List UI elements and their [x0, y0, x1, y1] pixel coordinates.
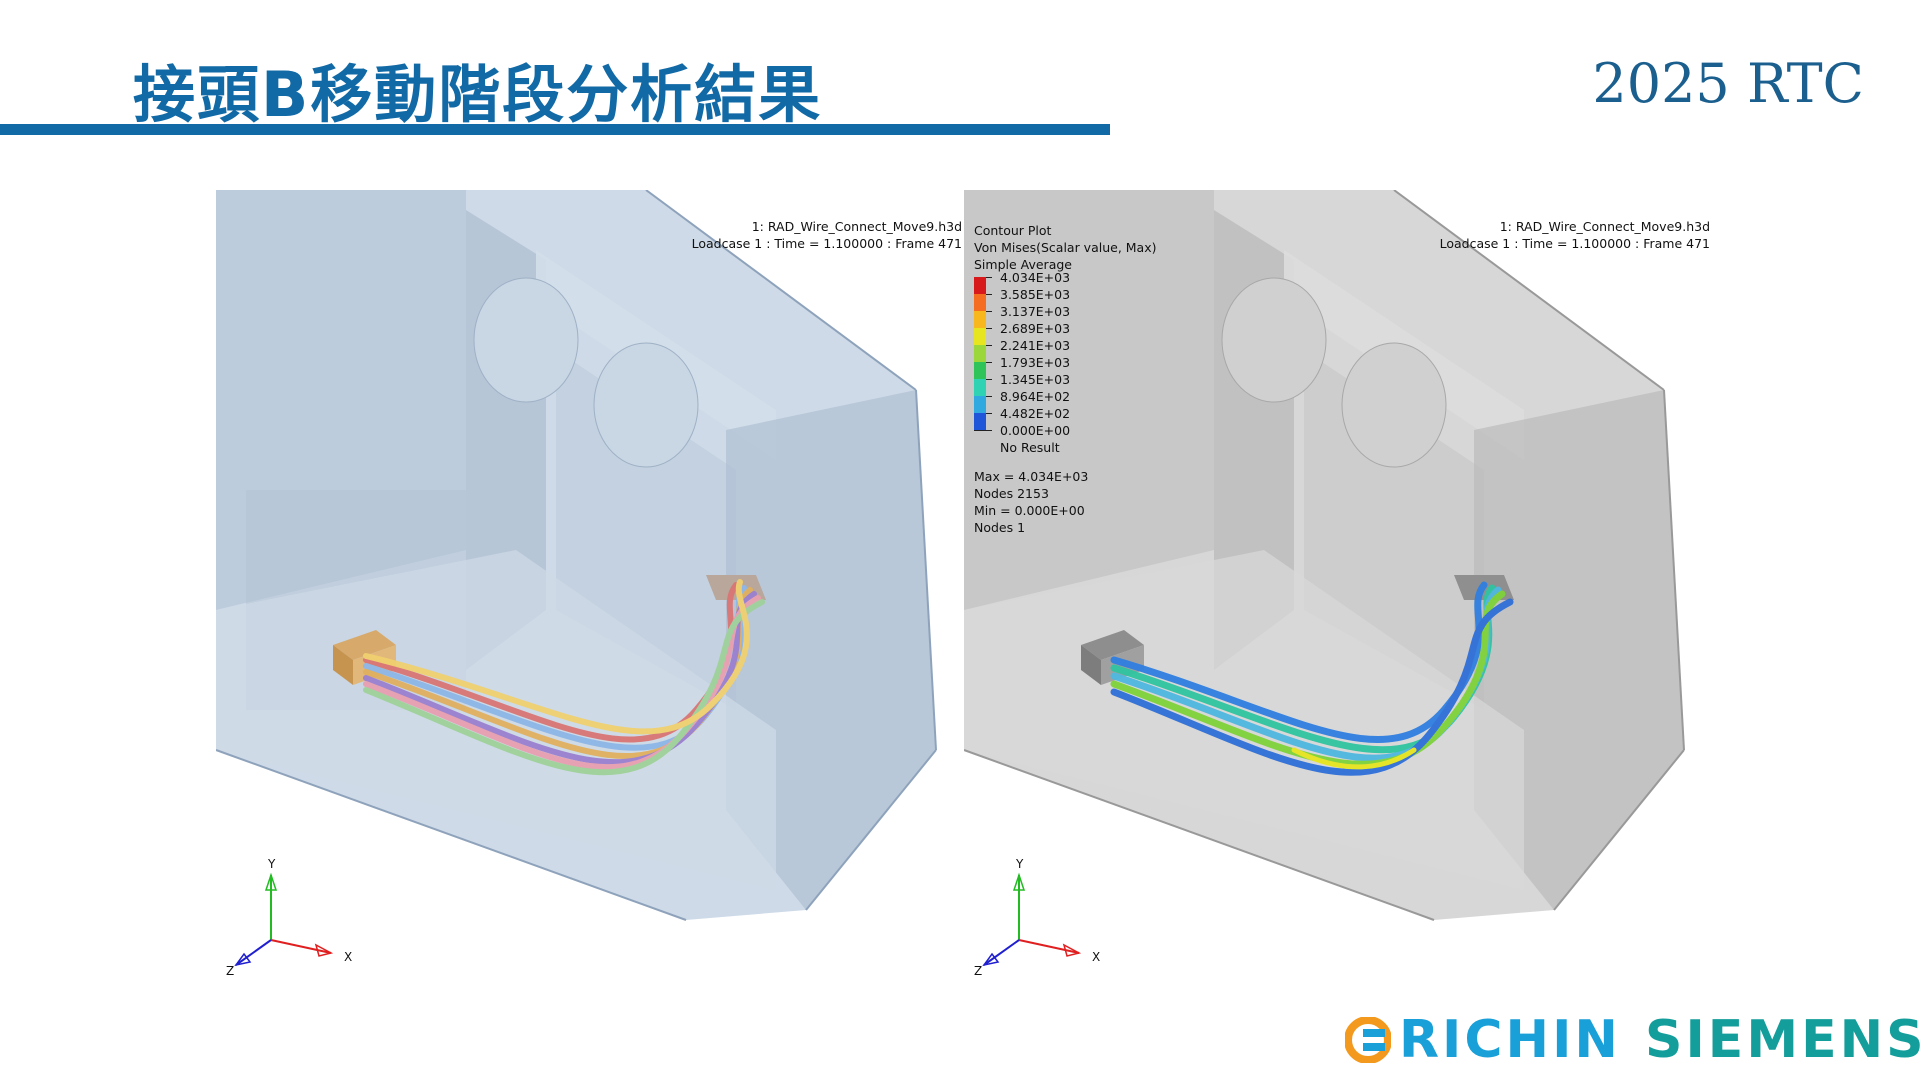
axis-z-label: Z [974, 964, 982, 978]
axis-triad: Y X Z [964, 850, 1114, 990]
legend-max: Max = 4.034E+03 [974, 469, 1089, 484]
legend-min-nodes: Nodes 1 [974, 520, 1026, 535]
legend-swatch [974, 396, 986, 413]
left-model-view[interactable]: 1: RAD_Wire_Connect_Move9.h3d Loadcase 1… [216, 190, 968, 990]
file-info: 1: RAD_Wire_Connect_Move9.h3d Loadcase 1… [1440, 218, 1710, 252]
legend-level-label: 2.689E+03 [1000, 321, 1071, 336]
legend-swatch [974, 311, 986, 328]
siemens-logo: SIEMENS [1645, 1010, 1920, 1070]
year-tag: 2025 RTC [1592, 52, 1864, 115]
contour-legend: Contour Plot Von Mises(Scalar value, Max… [974, 222, 1157, 536]
axis-y-label: Y [1015, 857, 1024, 871]
axis-y-label: Y [267, 857, 276, 871]
richin-logo: RICHIN [1345, 1010, 1621, 1070]
legend-title: Contour Plot [974, 223, 1052, 238]
loadcase-info: Loadcase 1 : Time = 1.100000 : Frame 471 [1439, 236, 1710, 251]
legend-swatch [974, 328, 986, 345]
file-info: 1: RAD_Wire_Connect_Move9.h3d Loadcase 1… [692, 218, 962, 252]
axis-triad: Y X Z [216, 850, 366, 990]
right-3d-model [964, 190, 1685, 921]
legend-tick [974, 430, 992, 431]
legend-swatch [974, 413, 986, 430]
slide-title: 接頭B移動階段分析結果 [133, 58, 823, 131]
legend-level-label: 1.793E+03 [1000, 355, 1071, 370]
title-underline [0, 124, 1110, 135]
richin-mark-icon [1345, 1017, 1391, 1063]
legend-no-result: No Result [1000, 440, 1060, 455]
axis-x-label: X [1092, 950, 1100, 964]
legend-swatch [974, 362, 986, 379]
right-contour-view[interactable]: 1: RAD_Wire_Connect_Move9.h3d Loadcase 1… [964, 190, 1716, 990]
legend-level-label: 3.585E+03 [1000, 287, 1071, 302]
color-scale: 4.034E+03 3.585E+03 3.137E+03 2.689E+03 2.24… [974, 270, 1157, 464]
legend-min: Min = 0.000E+00 [974, 503, 1085, 518]
legend-swatch [974, 345, 986, 362]
richin-wordmark: RICHIN [1399, 1010, 1621, 1070]
axis-z-label: Z [226, 964, 234, 978]
legend-level-label: 2.241E+03 [1000, 338, 1071, 353]
file-name: 1: RAD_Wire_Connect_Move9.h3d [1499, 219, 1710, 234]
legend-max-nodes: Nodes 2153 [974, 486, 1049, 501]
legend-level-label: 1.345E+03 [1000, 372, 1071, 387]
legend-level-label: 0.000E+00 [1000, 423, 1071, 438]
legend-level-label: 8.964E+02 [1000, 389, 1071, 404]
legend-swatch [974, 277, 986, 294]
legend-quantity: Von Mises(Scalar value, Max) [974, 240, 1157, 255]
legend-level-label: 4.034E+03 [1000, 270, 1071, 285]
file-name: 1: RAD_Wire_Connect_Move9.h3d [751, 219, 962, 234]
left-3d-model [216, 190, 937, 921]
legend-swatch [974, 294, 986, 311]
legend-averaging: Simple Average [974, 257, 1072, 272]
legend-level-label: 4.482E+02 [1000, 406, 1071, 421]
axis-x-label: X [344, 950, 352, 964]
legend-swatch [974, 379, 986, 396]
legend-level-label: 3.137E+03 [1000, 304, 1071, 319]
loadcase-info: Loadcase 1 : Time = 1.100000 : Frame 471 [691, 236, 962, 251]
